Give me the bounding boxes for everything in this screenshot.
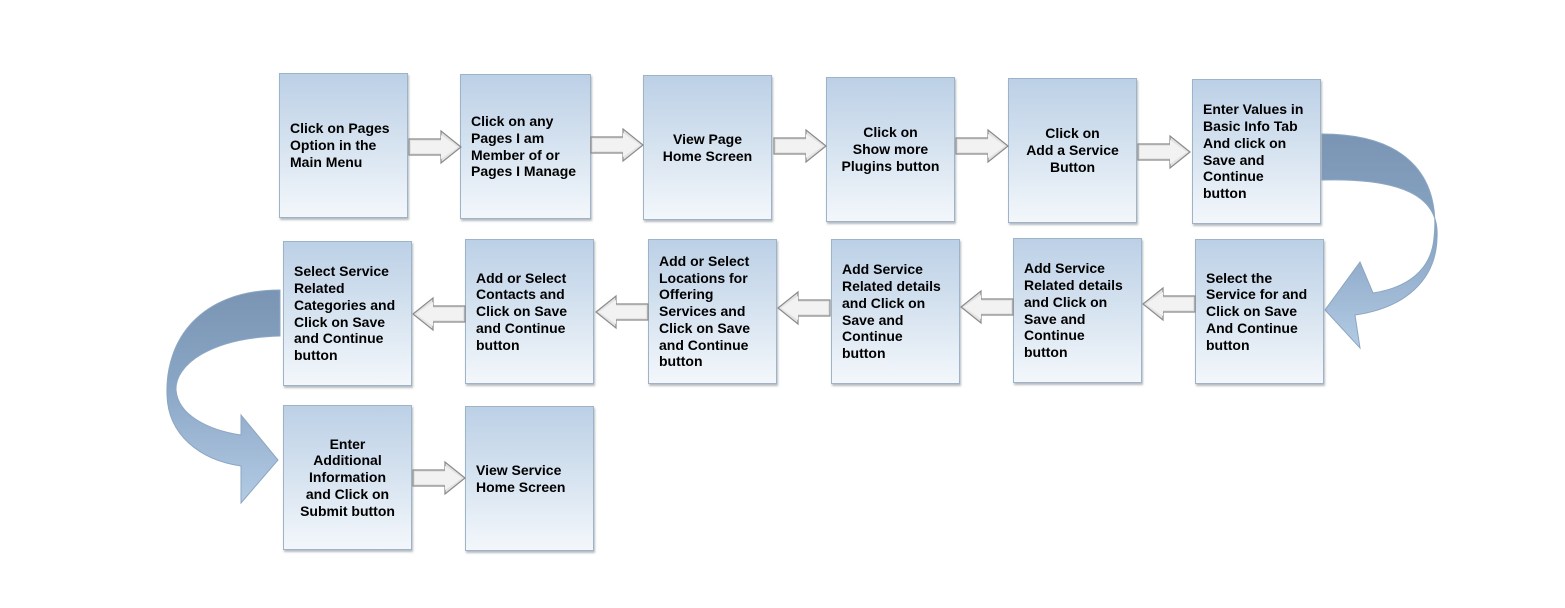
step-box-14: View Service Home Screen xyxy=(465,406,594,551)
step-box-9: Add Service Related details and Click on… xyxy=(831,239,960,384)
step-box-12: Select Service Related Categories and Cl… xyxy=(283,241,412,386)
step-box-4: Click on Show more Plugins button xyxy=(826,77,955,222)
step-box-2: Click on any Pages I am Member of or Pag… xyxy=(460,74,591,219)
arrow-left-2 xyxy=(960,289,1014,325)
step-box-5: Click on Add a Service Button xyxy=(1008,78,1137,223)
arrow-left-5 xyxy=(412,296,466,332)
step-box-11: Add or Select Contacts and Click on Save… xyxy=(465,239,594,384)
arrow-right-2 xyxy=(590,127,644,163)
arrow-left-1 xyxy=(1142,286,1196,322)
step-label-2: Click on any Pages I am Member of or Pag… xyxy=(471,112,577,180)
curved-arrow-right xyxy=(1321,133,1438,350)
step-label-3: View Page Home Screen xyxy=(662,130,753,164)
step-label-14: View Service Home Screen xyxy=(476,461,566,495)
step-label-5: Click on Add a Service Button xyxy=(1026,125,1119,175)
step-label-12: Select Service Related Categories and Cl… xyxy=(294,263,396,364)
step-box-6: Enter Values in Basic Info Tab And click… xyxy=(1192,79,1321,224)
step-label-4: Click on Show more Plugins button xyxy=(841,124,940,174)
step-label-13: Enter Additional Information and Click o… xyxy=(300,435,395,519)
step-box-1: Click on Pages Option in the Main Menu xyxy=(279,73,408,218)
step-box-8: Add Service Related details and Click on… xyxy=(1013,238,1142,383)
curved-arrow-left xyxy=(166,289,281,505)
step-label-9: Add Service Related details and Click on… xyxy=(842,261,941,362)
arrow-right-1 xyxy=(408,129,462,165)
step-box-10: Add or Select Locations for Offering Ser… xyxy=(648,239,777,384)
step-label-11: Add or Select Contacts and Click on Save… xyxy=(476,269,568,353)
step-box-3: View Page Home Screen xyxy=(643,75,772,220)
arrow-left-4 xyxy=(595,294,649,330)
arrow-right-5 xyxy=(1137,134,1191,170)
arrow-left-3 xyxy=(777,290,831,326)
step-box-7: Select the Service for and Click on Save… xyxy=(1195,239,1324,384)
step-label-8: Add Service Related details and Click on… xyxy=(1024,260,1123,361)
step-box-13: Enter Additional Information and Click o… xyxy=(283,405,412,550)
arrow-right-3 xyxy=(773,128,827,164)
arrow-right-4 xyxy=(955,128,1009,164)
step-label-7: Select the Service for and Click on Save… xyxy=(1206,269,1308,353)
step-label-1: Click on Pages Option in the Main Menu xyxy=(290,120,390,170)
step-label-6: Enter Values in Basic Info Tab And click… xyxy=(1203,101,1304,202)
arrow-right-6 xyxy=(412,460,466,496)
step-label-10: Add or Select Locations for Offering Ser… xyxy=(659,252,751,370)
